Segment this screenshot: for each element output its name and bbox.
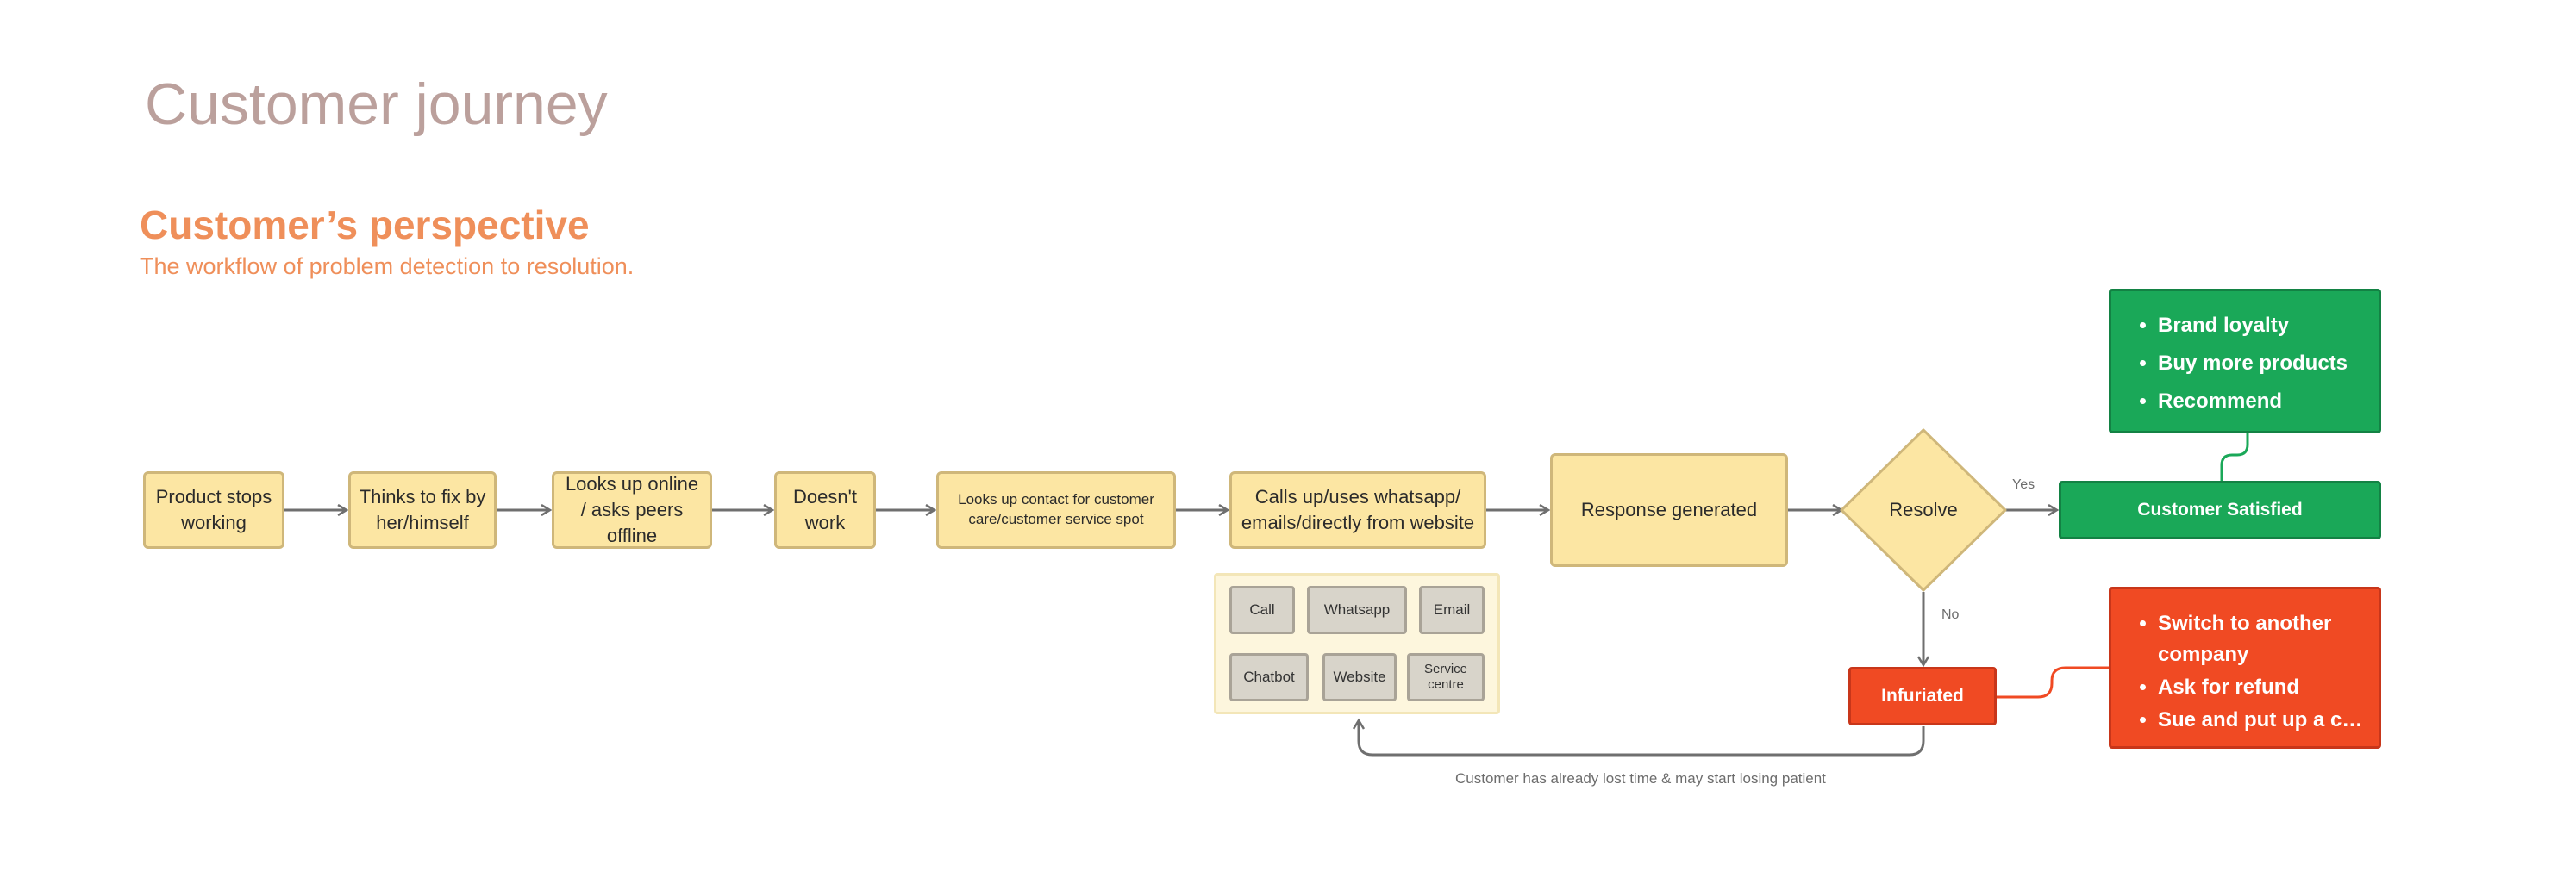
step-response-generated: Response generated [1550,453,1788,567]
channel-chatbot: Chatbot [1229,653,1309,701]
connector-satisfied-card [2220,433,2249,481]
channel-website: Website [1322,653,1397,701]
channel-call: Call [1229,586,1295,634]
loop-note: Customer has already lost time & may sta… [1455,770,1826,787]
infuriated-point: Sue and put up a ca... [2158,705,2365,736]
channel-email: Email [1419,586,1485,634]
section-title: Customer’s perspective [140,202,590,247]
yes-label: Yes [2012,477,2035,492]
channel-service-centre: Service centre [1407,653,1485,701]
connector-infuriated-card [1997,666,2109,699]
arrow-loop-back [1359,720,1925,757]
page-title: Customer journey [145,72,608,137]
satisfied-point: Recommend [2158,386,2365,417]
channel-whatsapp: Whatsapp [1307,586,1407,634]
step-product-stops: Product stops working [143,471,284,549]
decision-diamond [1840,428,2007,592]
infuriated-node: Infuriated [1848,667,1997,725]
step-contact-support: Calls up/uses whatsapp/ emails/directly … [1229,471,1486,549]
step-doesnt-work: Doesn't work [774,471,876,549]
no-label: No [1941,607,1960,622]
satisfied-point: Brand loyalty [2158,310,2365,341]
satisfied-outcomes-card: Brand loyalty Buy more products Recommen… [2109,289,2381,433]
section-subtitle: The workflow of problem detection to res… [140,253,635,279]
step-look-up-contact: Looks up contact for customer care/custo… [936,471,1176,549]
customer-satisfied-node: Customer Satisfied [2059,481,2381,539]
step-self-fix: Thinks to fix by her/himself [348,471,497,549]
infuriated-outcomes-card: Switch to another company Ask for refund… [2109,587,2381,749]
step-look-up-online: Looks up online / asks peers offline [552,471,712,549]
infuriated-point: Switch to another company [2158,608,2365,670]
infuriated-point: Ask for refund [2158,672,2365,703]
decision-label: Resolve [1889,499,1958,520]
satisfied-point: Buy more products [2158,348,2365,379]
